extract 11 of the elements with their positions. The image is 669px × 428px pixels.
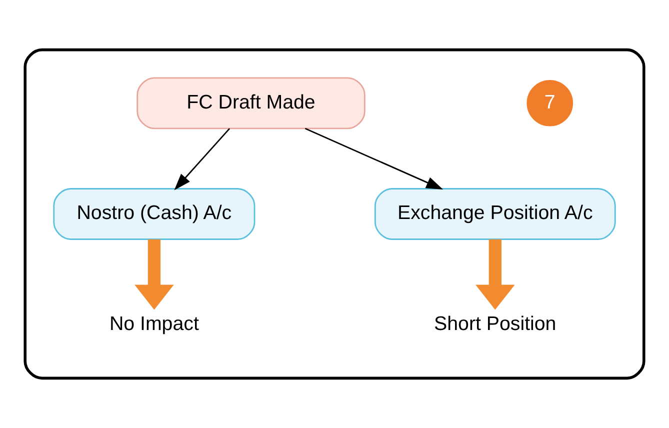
node-circle: 7 <box>526 80 574 126</box>
cluster <box>24 48 646 380</box>
node-text: No Impact <box>109 313 199 336</box>
node-box: FC Draft Made <box>136 77 366 130</box>
arrow <box>304 128 444 190</box>
node-text: Short Position <box>434 313 556 336</box>
arrow <box>174 128 230 190</box>
node-box: Exchange Position A/c <box>374 188 616 240</box>
node-box: Nostro (Cash) A/c <box>53 188 256 240</box>
arrow <box>134 239 174 310</box>
arrow <box>476 239 515 310</box>
